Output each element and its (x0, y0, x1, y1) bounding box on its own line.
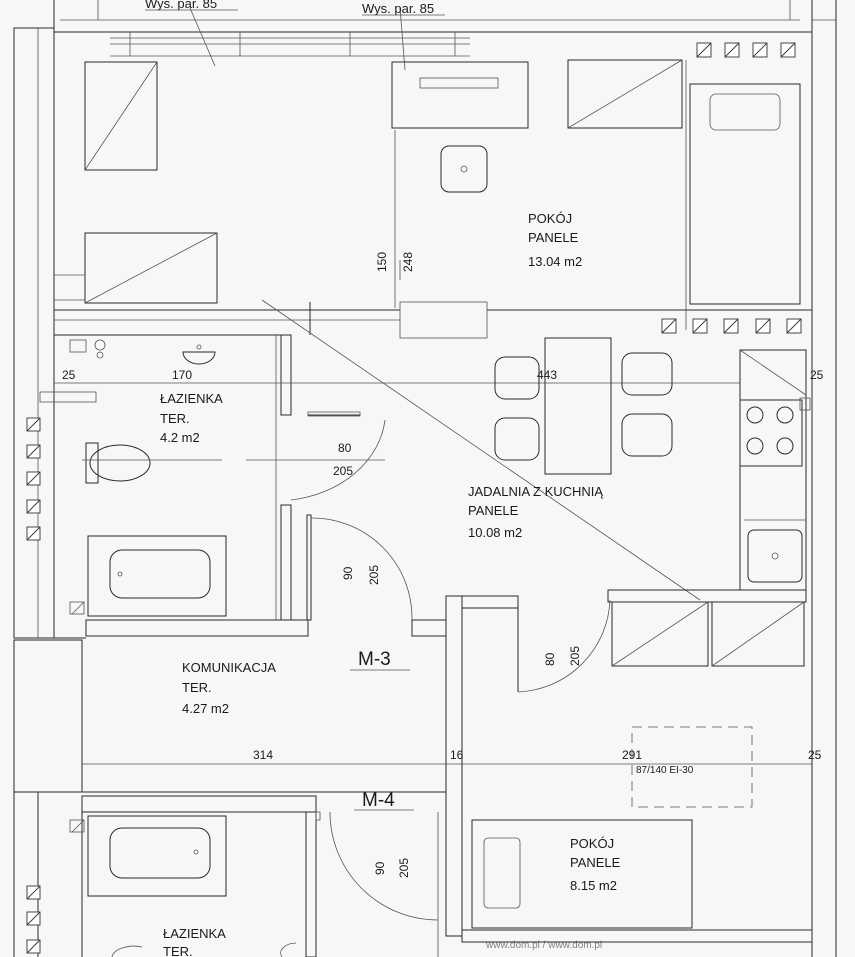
floor-tile-marker-stroke (780, 42, 796, 58)
dim-248: 248 (401, 252, 415, 272)
dim-170: 170 (172, 368, 192, 382)
dim-150: 150 (375, 252, 389, 272)
wall-tile-marker-stroke (26, 939, 41, 954)
dim-205-door3: 205 (568, 646, 582, 666)
floor-tile-marker-stroke (786, 318, 802, 334)
dining-floor: PANELE (468, 503, 519, 518)
room2-area: 8.15 m2 (570, 878, 617, 893)
dining-name: JADALNIA Z KUCHNIĄ (468, 484, 603, 499)
bathroom1-door (246, 411, 386, 501)
bathroom2-floor: TER. (163, 944, 193, 957)
wall-tile-marker-stroke (26, 444, 41, 459)
sill-height-label-2: Wys. par. 85 (362, 1, 434, 16)
bathroom1-fixtures (39, 334, 740, 621)
dim-205-door2: 205 (367, 565, 381, 585)
room1-name: POKÓJ (528, 211, 572, 226)
dim-25-lower: 25 (808, 748, 822, 762)
floor-tile-marker-stroke (661, 318, 677, 334)
dim-205-door1: 205 (333, 464, 353, 478)
wall-tile-marker-stroke (26, 499, 41, 514)
floor-tile-marker-stroke (723, 318, 739, 334)
wall-tile-marker-stroke (26, 526, 41, 541)
room2-name: POKÓJ (570, 836, 614, 851)
room1-area: 13.04 m2 (528, 254, 582, 269)
wall-tile-marker-stroke (26, 471, 41, 486)
entry-door (306, 514, 413, 621)
wall-tile-marker-stroke (26, 885, 41, 900)
room2-floor: PANELE (570, 855, 621, 870)
corridor-area: 4.27 m2 (182, 701, 229, 716)
bathroom1-floor: TER. (160, 411, 190, 426)
dim-314: 314 (253, 748, 273, 762)
sill-height-label-1: Wys. par. 85 (145, 0, 217, 11)
dim-90-door2: 90 (341, 566, 355, 580)
floor-tile-marker-stroke (752, 42, 768, 58)
outer-walls (13, 0, 837, 957)
corridor-floor: TER. (182, 680, 212, 695)
dim-16: 16 (450, 748, 464, 762)
floor-tile-marker-stroke (692, 318, 708, 334)
floor-tile-marker-stroke (755, 318, 771, 334)
floor-tile-marker-stroke (724, 42, 740, 58)
dim-25-left: 25 (62, 368, 76, 382)
lower-door (315, 811, 439, 957)
watermark: www.dom.pl / www.dom.pl (485, 940, 602, 951)
marker-m3: M-3 (358, 649, 391, 670)
wall-tile-marker-stroke (26, 417, 41, 432)
room2-furniture (471, 599, 805, 929)
dim-25-right: 25 (810, 368, 824, 382)
wall-tile-marker-stroke (26, 911, 41, 926)
floor-tile-marker-stroke (696, 42, 712, 58)
door-spec: 87/140 EI-30 (636, 765, 694, 776)
dim-205-door4: 205 (397, 858, 411, 878)
bathroom2-fixtures (69, 815, 297, 957)
room1-furniture (54, 42, 812, 339)
corridor-name: KOMUNIKACJA (182, 660, 276, 675)
section-diagonal (261, 299, 701, 601)
dim-443: 443 (537, 368, 557, 382)
bathroom1-area: 4.2 m2 (160, 430, 200, 445)
dim-90-door4: 90 (373, 861, 387, 875)
bathroom1-name: ŁAZIENKA (160, 391, 223, 406)
dim-80-door1: 80 (338, 441, 352, 455)
dining-area: 10.08 m2 (468, 525, 522, 540)
marker-m4: M-4 (362, 790, 395, 811)
dim-80-door3: 80 (543, 652, 557, 666)
room1-floor: PANELE (528, 230, 579, 245)
bathroom2-name: ŁAZIENKA (163, 926, 226, 941)
